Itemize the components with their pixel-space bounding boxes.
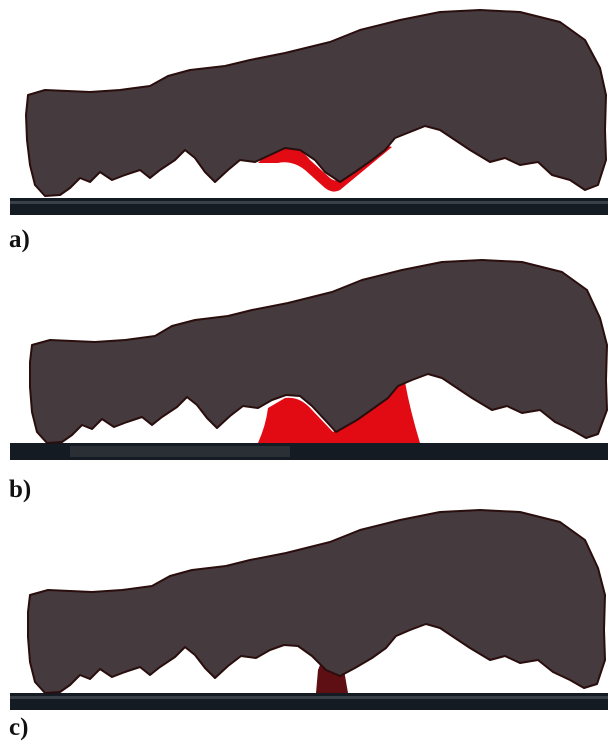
panel-c-diagram [0,500,609,747]
substrate-highlight [10,696,608,699]
substrate-bar [10,693,608,710]
panel-label-a: a) [9,227,30,252]
panel-label-b: b) [9,477,31,502]
panel-b-diagram [0,250,609,500]
substrate-partial [70,446,290,457]
particle-body [30,260,607,443]
panel-c: c) [0,500,609,747]
substrate-highlight [10,201,608,204]
panel-b: b) [0,250,609,500]
panel-label-c: c) [9,715,28,740]
substrate-bar [10,198,608,215]
panel-a-diagram [0,0,609,250]
panel-a: a) [0,0,609,250]
particle-body [28,510,605,693]
